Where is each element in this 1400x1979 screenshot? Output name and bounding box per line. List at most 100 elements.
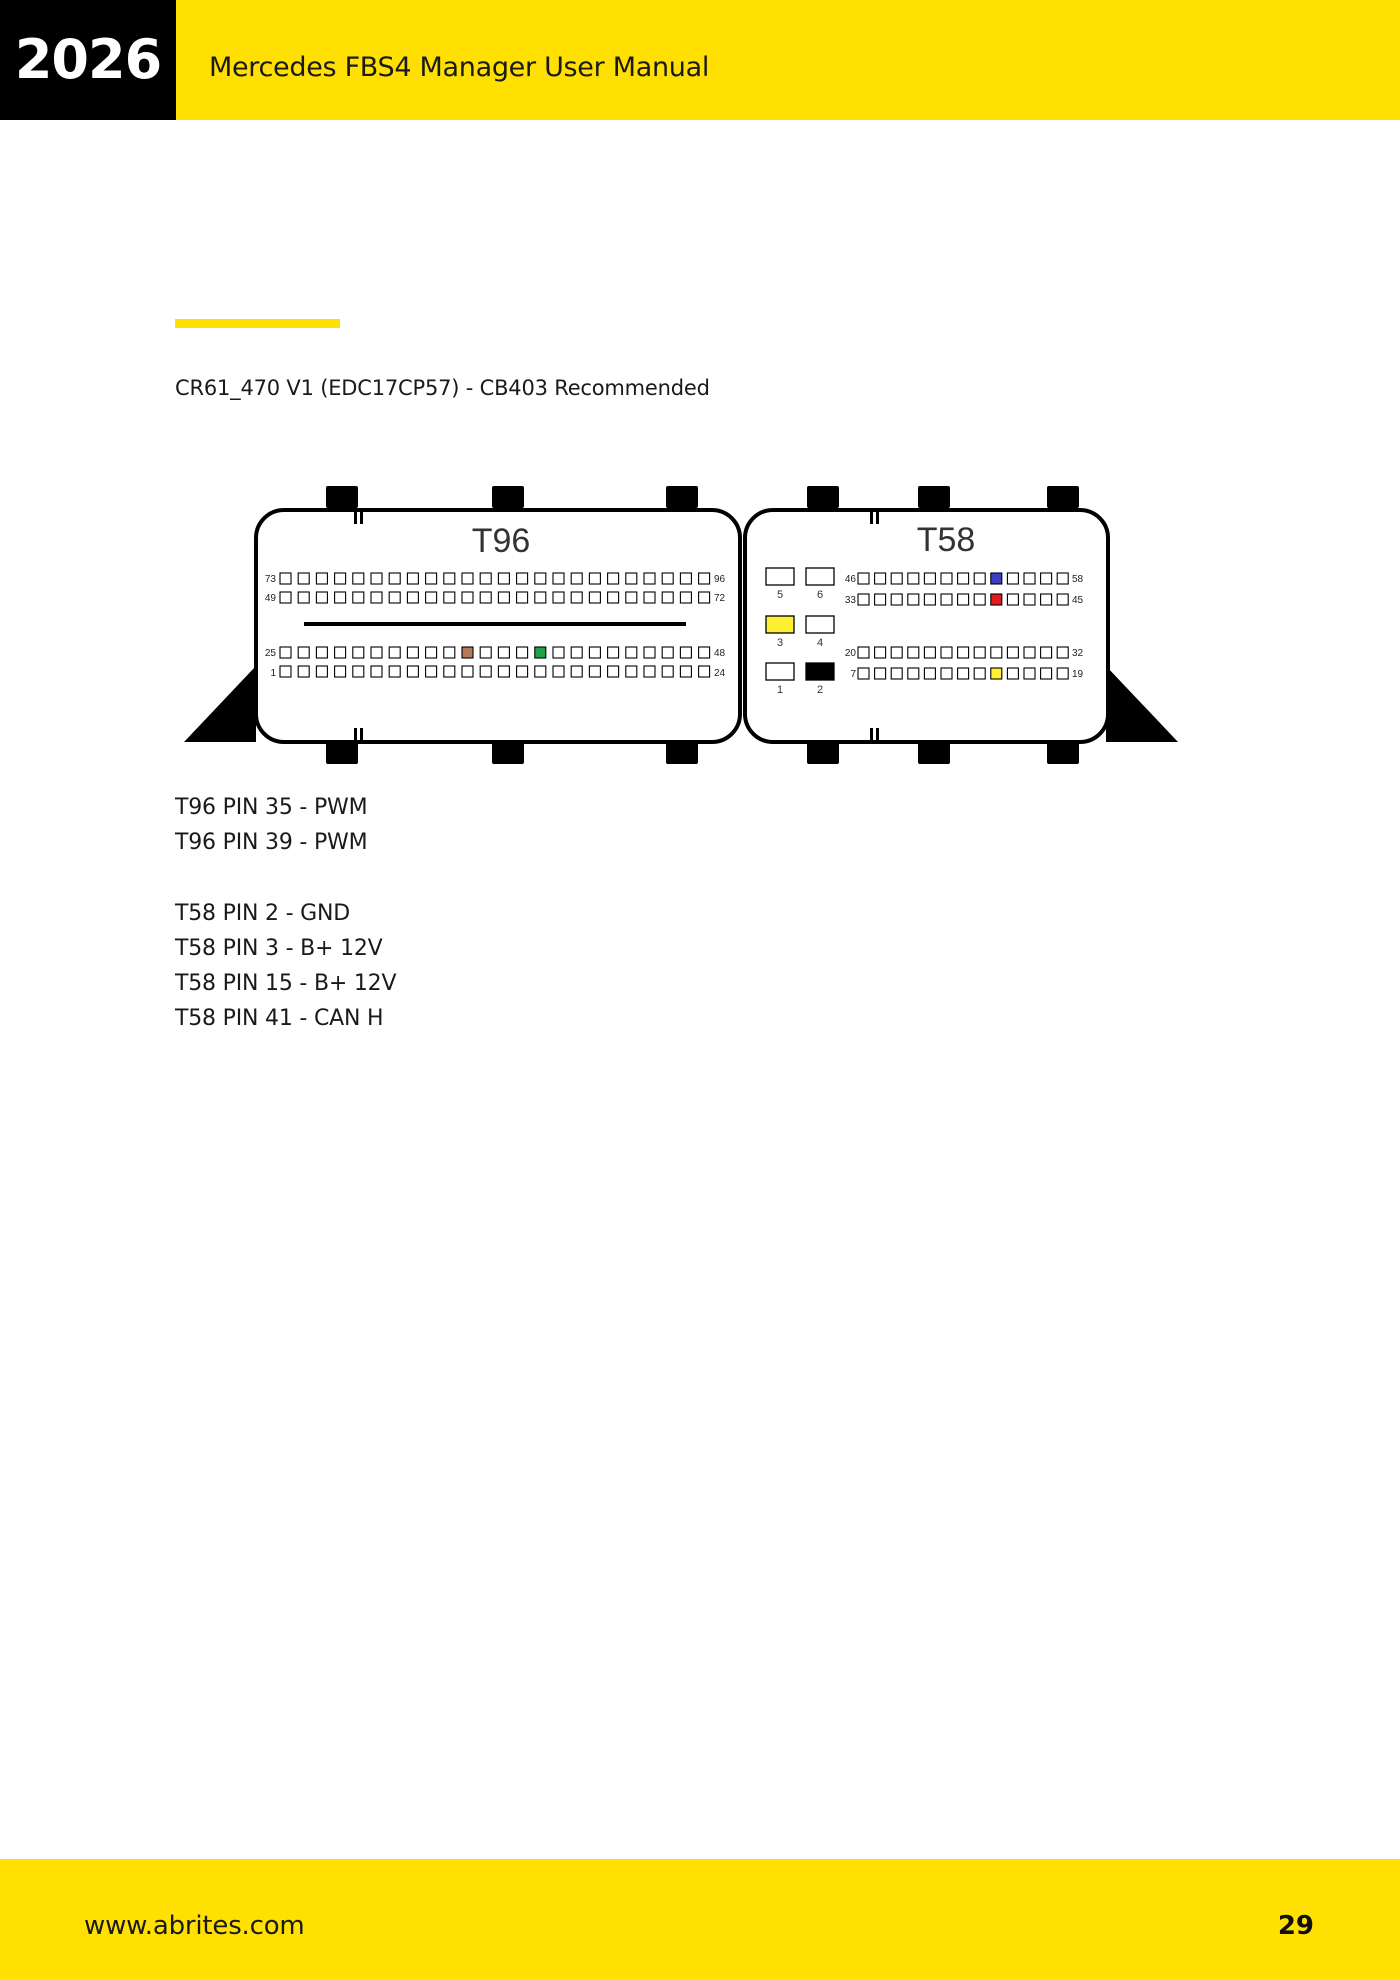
t96-row-label: 73 [265, 574, 277, 585]
t96-row-label: 25 [265, 648, 277, 659]
t58-pin [907, 667, 920, 680]
t96-pin [625, 572, 638, 585]
t96-pin [425, 572, 438, 585]
t96-pin [661, 591, 674, 604]
t96-pin [370, 646, 383, 659]
t58-pin [874, 572, 887, 585]
t58-pin [923, 572, 936, 585]
page-footer: www.abrites.com 29 [0, 1859, 1400, 1979]
t58-bottom-clip [918, 742, 950, 764]
t58-pin [1023, 667, 1036, 680]
t58-pin [1023, 646, 1036, 659]
t96-pin [370, 665, 383, 678]
page-number: 29 [1277, 1911, 1314, 1941]
t58-large-pin [765, 567, 795, 586]
page-header: 2026 Mercedes FBS4 Manager User Manual [0, 0, 1400, 120]
t96-row-label: 1 [270, 668, 276, 679]
t96-pin [570, 591, 583, 604]
t96-pin [279, 572, 292, 585]
t96-pin [643, 591, 656, 604]
t58-pin [940, 572, 953, 585]
t96-pin [461, 591, 474, 604]
t96-pin [570, 572, 583, 585]
t58-pin [990, 593, 1003, 606]
t58-latch-mark [870, 512, 873, 524]
website-link[interactable]: www.abrites.com [84, 1911, 305, 1941]
t58-pin [890, 646, 903, 659]
t58-latch-mark [876, 512, 879, 524]
right-wing [1106, 666, 1178, 742]
year-badge: 2026 [0, 0, 176, 120]
t96-pin [388, 591, 401, 604]
t96-pin [552, 591, 565, 604]
t96-pin [297, 646, 310, 659]
t96-pin [643, 665, 656, 678]
t58-large-pin-label: 2 [817, 684, 823, 696]
t96-pin [534, 572, 547, 585]
t96-pin [698, 591, 711, 604]
t96-pin [698, 665, 711, 678]
t96-pin [552, 572, 565, 585]
t58-label: T58 [917, 521, 976, 559]
t96-top-clip [666, 486, 698, 508]
t96-pin [643, 646, 656, 659]
t96-pin [443, 646, 456, 659]
pin-assignment: T58 PIN 41 - CAN H [175, 1006, 384, 1032]
t58-pin [957, 667, 970, 680]
t58-pin [973, 646, 986, 659]
t58-top-clip [918, 486, 950, 508]
t58-pin [874, 667, 887, 680]
t58-pin [1006, 646, 1019, 659]
t58-pin [874, 593, 887, 606]
t96-pin [552, 665, 565, 678]
left-wing [184, 666, 256, 742]
t58-large-pins [765, 567, 835, 681]
t96-pin [406, 591, 419, 604]
t58-pin [857, 572, 870, 585]
t58-row-label: 32 [1072, 648, 1084, 659]
t58-bottom-clip [807, 742, 839, 764]
t58-large-pin [805, 615, 835, 634]
t58-pin [1040, 572, 1053, 585]
t58-row-label: 19 [1072, 669, 1084, 680]
t96-pin [534, 591, 547, 604]
t58-latch-mark [876, 728, 879, 740]
t58-pin [1023, 593, 1036, 606]
t58-pin [940, 667, 953, 680]
t96-pin [315, 665, 328, 678]
t96-latch-mark [354, 728, 357, 740]
t96-pin [479, 665, 492, 678]
t58-large-pin-label: 1 [777, 684, 783, 696]
t58-pin [1056, 572, 1069, 585]
t58-pin [990, 572, 1003, 585]
t96-pin [479, 646, 492, 659]
t96-pin [479, 591, 492, 604]
t58-pin [923, 667, 936, 680]
t96-pin [297, 572, 310, 585]
t96-pin [334, 665, 347, 678]
t96-pin [315, 591, 328, 604]
t58-top-clip [1047, 486, 1079, 508]
t96-pin [643, 572, 656, 585]
t96-pin [279, 665, 292, 678]
t96-top-clip [492, 486, 524, 508]
t96-pin [352, 665, 365, 678]
t96-pin [497, 646, 510, 659]
t96-pin [406, 665, 419, 678]
t58-large-pin-label: 6 [817, 589, 823, 601]
t96-pin [315, 646, 328, 659]
t58-row-label: 46 [845, 574, 857, 585]
t96-pin [607, 572, 620, 585]
t96-pin [315, 572, 328, 585]
t96-row-label: 49 [265, 593, 277, 604]
t96-pin [625, 591, 638, 604]
t96-pin [698, 572, 711, 585]
t58-pin [874, 646, 887, 659]
t96-pin [516, 665, 529, 678]
t58-pin [957, 572, 970, 585]
t58-pin [890, 667, 903, 680]
t96-pin [443, 572, 456, 585]
t96-pin [625, 665, 638, 678]
t96-pin [461, 646, 474, 659]
t96-pin [461, 665, 474, 678]
